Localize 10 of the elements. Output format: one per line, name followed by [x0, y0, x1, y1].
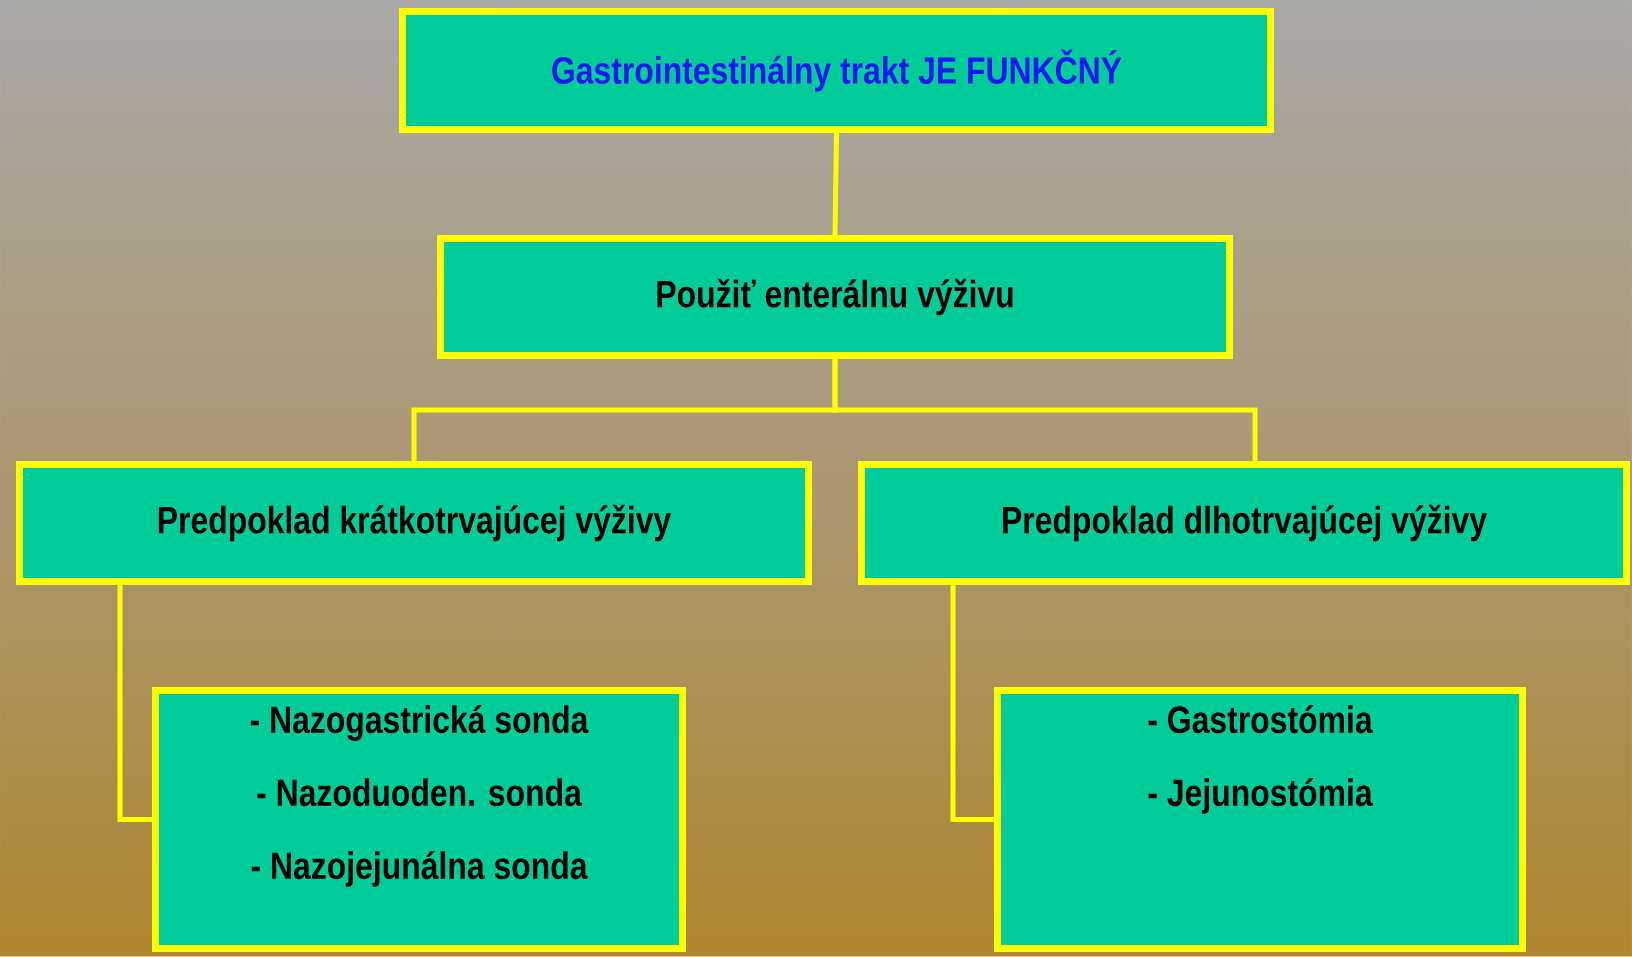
connector-line [950, 585, 994, 822]
process-box: Predpoklad dlhotrvajúcej výživy [858, 461, 1630, 585]
process-box: Gastrointestinálny trakt JE FUNKČNÝ [399, 8, 1274, 133]
process-box: Použiť enterálnu výživu [437, 235, 1233, 359]
connector-line [117, 585, 152, 822]
process-box: - Gastrostómia - Jejunostómia [994, 687, 1526, 952]
process-box: Predpoklad krátkotrvajúcej výživy [16, 461, 812, 585]
connector-line [832, 359, 1258, 461]
process-box: - Nazogastrická sonda - Nazoduoden. sonda - Nazojejunálna sonda [152, 687, 686, 952]
connector-line [832, 132, 839, 236]
